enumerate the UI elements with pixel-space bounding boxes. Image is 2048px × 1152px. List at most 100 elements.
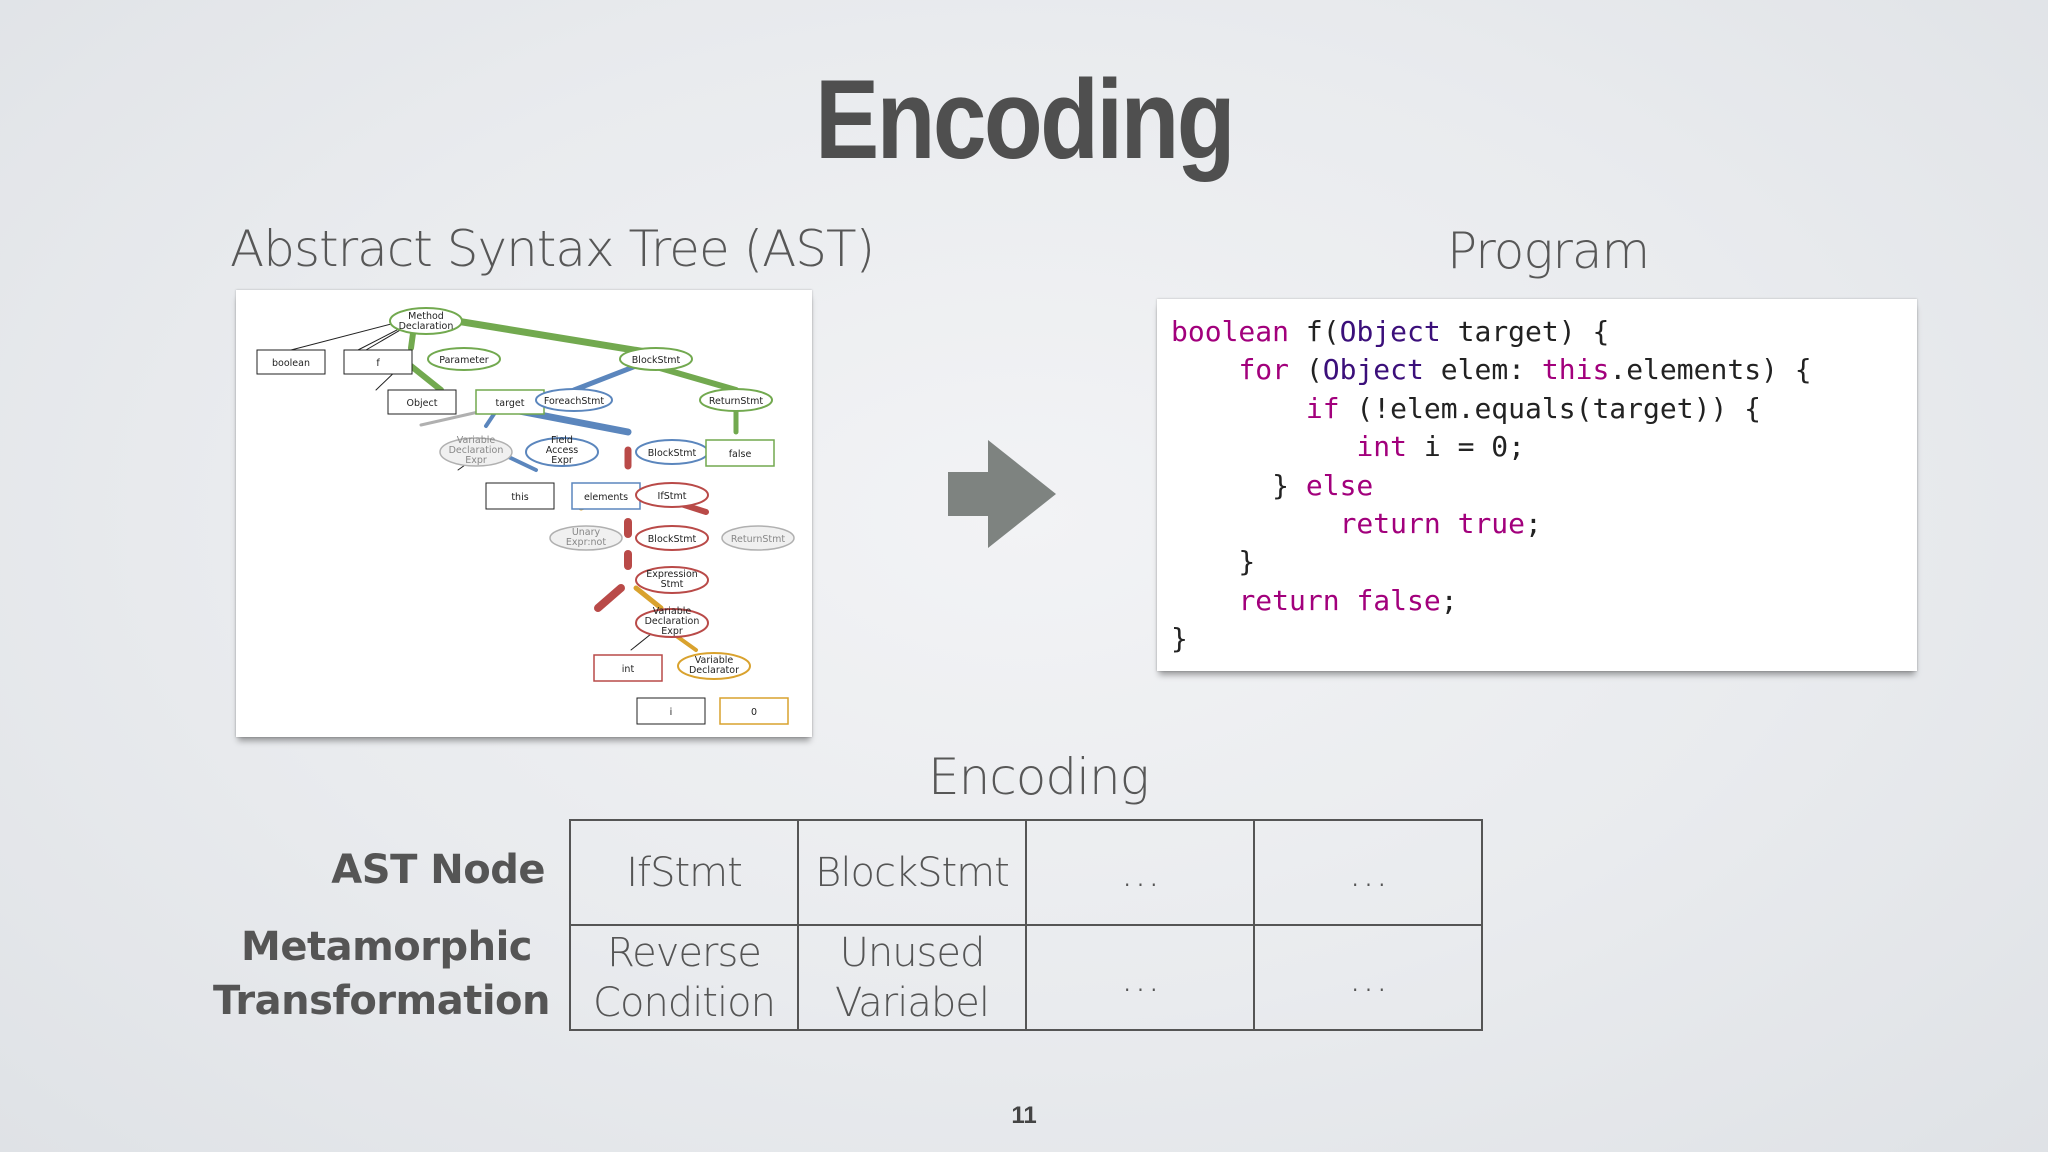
ast-node-label: BlockStmt	[648, 448, 697, 459]
ast-node	[719, 697, 789, 725]
ast-node-label: Expr:not	[566, 537, 606, 548]
page-number: 11	[1011, 1102, 1037, 1129]
ast-node-label: ReturnStmt	[709, 396, 764, 407]
ast-node-label: Variable	[457, 435, 496, 446]
right-arrow-icon	[948, 440, 1056, 548]
cell-line: Unused	[839, 929, 986, 976]
ast-node	[535, 388, 613, 412]
table-cell: …	[1253, 924, 1483, 1031]
ast-node-label: ForeachStmt	[544, 396, 605, 407]
ast-node	[635, 525, 709, 551]
edge	[633, 585, 664, 611]
ast-node-label: ReturnStmt	[731, 534, 786, 545]
program-code: boolean f(Object target) { for (Object e…	[1171, 313, 1812, 659]
ast-node	[593, 654, 663, 682]
program-heading: Program	[1447, 222, 1650, 280]
ast-node	[721, 525, 795, 551]
ast-node-label: f	[376, 358, 380, 369]
ast-node-label: BlockStmt	[632, 355, 681, 366]
ast-node-label: boolean	[272, 358, 310, 369]
table-row-ast-node: IfStmt BlockStmt … …	[569, 819, 1483, 926]
ast-node-label: Variable	[653, 606, 692, 617]
ast-node-label: Expr	[465, 455, 487, 466]
ast-node-label: i	[670, 707, 673, 718]
ast-node	[387, 389, 457, 415]
ast-node	[427, 347, 501, 371]
ast-node	[635, 482, 709, 508]
table-cell: BlockStmt	[797, 819, 1027, 926]
code-line-3: if (!elem.equals(target)) {	[1305, 391, 1762, 425]
row-label-metamorphic: Metamorphic	[241, 924, 532, 970]
ast-node-label: Access	[546, 445, 579, 456]
edge	[408, 363, 444, 393]
code-line-7: }	[1171, 545, 1256, 579]
cell-line: …	[1120, 954, 1161, 1001]
edge	[571, 363, 639, 393]
ast-node	[619, 347, 693, 371]
ast-node-label: Method	[408, 311, 444, 322]
encoding-heading: Encoding	[928, 748, 1150, 806]
code-line-4: int i = 0;	[1356, 430, 1526, 464]
table-cell: …	[1025, 819, 1255, 926]
ast-node-label: Expr	[661, 626, 683, 637]
ast-node-label: int	[622, 664, 635, 675]
ast-node-label: target	[496, 398, 525, 409]
cell-line: Reverse	[607, 929, 762, 976]
cell-line: Condition	[593, 979, 776, 1026]
row-label-ast-node: AST Node	[331, 847, 545, 893]
ast-diagram: Method Declaration boolean f Parameter B…	[256, 307, 795, 725]
ast-node-label: Declaration	[399, 321, 454, 332]
slide-title: Encoding	[814, 57, 1236, 182]
ast-diagram-panel: Method Declaration boolean f Parameter B…	[236, 290, 812, 737]
code-line-8: return false;	[1238, 583, 1458, 617]
ast-node-label: Parameter	[439, 355, 489, 366]
ast-node	[485, 482, 555, 510]
ast-node-label: elements	[584, 492, 628, 503]
table-cell: …	[1025, 924, 1255, 1031]
ast-node-label: Declaration	[645, 616, 700, 627]
ast-node	[256, 349, 326, 375]
ast-node	[571, 482, 641, 510]
ast-node	[677, 652, 751, 680]
ast-node-label: Declarator	[689, 665, 739, 676]
ast-node-label: 0	[751, 707, 757, 718]
ast-node	[439, 437, 513, 467]
code-line-5: } else	[1171, 468, 1374, 502]
code-line-2: for (Object elem: this.elements) {	[1238, 353, 1812, 387]
ast-node-label: Unary	[572, 527, 601, 538]
ast-node-label: this	[511, 492, 528, 503]
ast-node	[525, 437, 599, 467]
ast-node	[343, 349, 413, 375]
ast-node-label: Expr	[551, 455, 573, 466]
code-line-1: boolean f(Object target) {	[1171, 315, 1610, 348]
edge	[594, 584, 625, 612]
ast-node	[475, 389, 545, 415]
ast-node	[699, 388, 773, 412]
ast-node	[549, 525, 623, 551]
ast-node-label: Object	[407, 398, 438, 409]
ast-node-label: Field	[551, 435, 573, 446]
ast-node	[389, 307, 463, 335]
program-code-panel: boolean f(Object target) { for (Object e…	[1157, 299, 1917, 671]
ast-node-label: BlockStmt	[648, 534, 697, 545]
ast-node	[705, 439, 775, 467]
code-line-6: return true;	[1339, 507, 1542, 541]
ast-node	[636, 697, 706, 725]
ast-node-label: Variable	[695, 655, 734, 666]
ast-node	[635, 566, 709, 594]
ast-heading: Abstract Syntax Tree (AST)	[230, 220, 875, 278]
table-cell: …	[1253, 819, 1483, 926]
row-label-transformation: Transformation	[213, 978, 550, 1024]
ast-node-label: Stmt	[661, 579, 684, 590]
code-line-9: }	[1171, 622, 1188, 656]
ast-node-label: false	[729, 449, 752, 460]
ast-node-label: Declaration	[449, 445, 504, 456]
table-cell: IfStmt	[569, 819, 799, 926]
ast-node-label: Expression	[646, 569, 698, 580]
ast-node	[635, 608, 709, 638]
ast-node-label: IfStmt	[658, 491, 687, 502]
cell-line: …	[1348, 954, 1389, 1001]
